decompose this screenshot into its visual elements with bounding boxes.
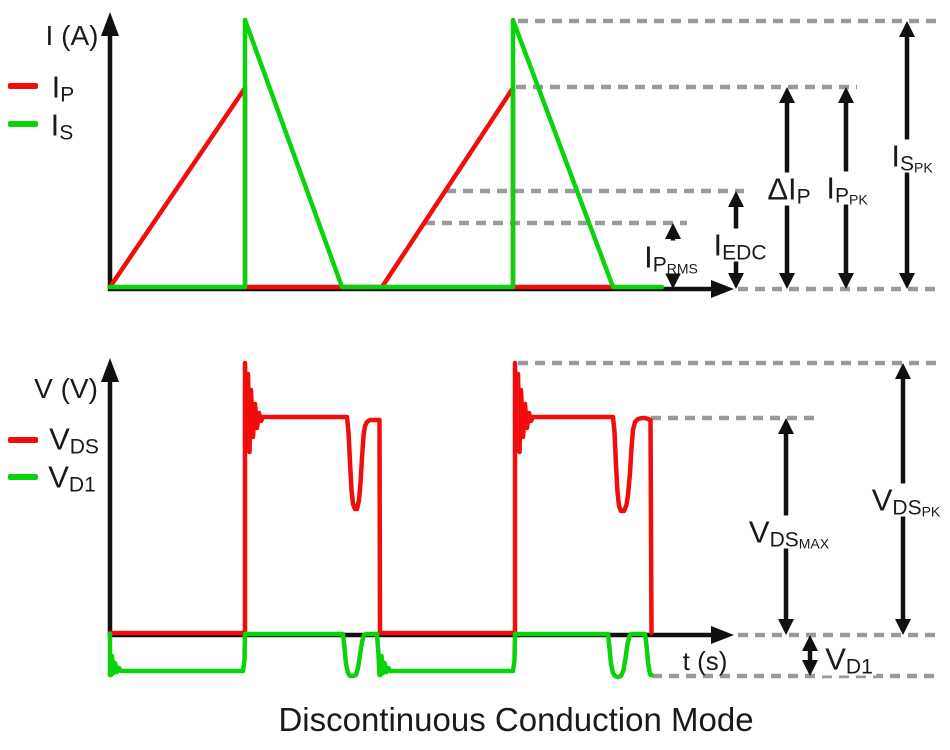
- vd1-sub: D1: [68, 473, 96, 497]
- vd1-ann-main: V: [825, 641, 846, 677]
- iprms-main: I: [644, 239, 653, 275]
- ispk-annotation: ISPK: [888, 138, 936, 176]
- vdspk-main: V: [871, 482, 893, 518]
- vdsmax-main: V: [748, 514, 770, 550]
- ispk-arrow-down-head: [899, 273, 915, 289]
- current-axis-label: I (A): [46, 22, 99, 50]
- vdsmax-annotation: VDSMAX: [745, 514, 833, 552]
- iedc-arrow-up-head: [728, 191, 744, 207]
- vd1-ann-sub: D1: [845, 655, 873, 679]
- delta-ip-main: ΔI: [767, 171, 797, 207]
- vd1-legend-swatch: [8, 474, 38, 480]
- iedc-sub: EDC: [722, 241, 767, 265]
- vdsmax-subsub: MAX: [798, 535, 830, 552]
- vd1-main: V: [48, 459, 69, 495]
- delta-ip-arrow-down-head: [779, 273, 795, 289]
- vd1-arrow-down-head: [802, 660, 818, 676]
- vds-legend-swatch: [8, 437, 38, 443]
- ippk-annotation: IPPK: [823, 170, 871, 208]
- vd1-legend-label: VD1: [48, 459, 96, 496]
- ippk-sub: P: [834, 184, 849, 208]
- ip-main: I: [51, 69, 61, 105]
- delta-ip-sub: P: [796, 185, 811, 209]
- ippk-arrow-down-head: [838, 273, 854, 289]
- iedc-arrow-down-head: [728, 273, 744, 289]
- time-axis-text: t (s): [682, 646, 728, 676]
- diagram-title: Discontinuous Conduction Mode: [278, 701, 754, 738]
- iprms-subsub: RMS: [666, 260, 698, 277]
- delta-ip-annotation: ΔIP: [764, 171, 814, 209]
- time-axis-label: t (s): [683, 648, 728, 674]
- vdsmax-arrow-up-head: [778, 418, 794, 434]
- vdsmax-arrow-down-head: [778, 619, 794, 635]
- vdspk-arrow-up-head: [895, 363, 911, 379]
- current-y-axis-arrowhead: [101, 12, 119, 36]
- iprms-arrow-down-head: [665, 273, 681, 289]
- iprms-annotation: IPRMS: [641, 239, 701, 277]
- ispk-main: I: [891, 138, 900, 174]
- vds-sub: DS: [69, 435, 99, 459]
- ip-legend-swatch: [8, 83, 38, 89]
- vds-main: V: [49, 421, 70, 457]
- is-legend-label: IS: [50, 107, 74, 144]
- delta-ip-arrow-up-head: [779, 87, 795, 103]
- voltage-y-axis-arrowhead: [101, 358, 119, 382]
- ispk-arrow-up-head: [899, 21, 915, 37]
- vdspk-arrow-down-head: [895, 619, 911, 635]
- ispk-subsub: PK: [913, 159, 933, 176]
- ippk-arrow-up-head: [838, 87, 854, 103]
- ippk-subsub: PK: [848, 191, 868, 208]
- primary-current-ip-waveform: [107, 85, 618, 290]
- is-sub: S: [59, 121, 74, 145]
- vds-waveform: [107, 360, 654, 636]
- is-legend-swatch: [8, 121, 38, 127]
- voltage-axis-text: V (V): [34, 373, 98, 404]
- iprms-sub: P: [652, 253, 667, 277]
- vd1-annotation: VD1: [822, 641, 876, 679]
- vd1-waveform: [107, 631, 654, 680]
- voltage-x-axis-arrowhead: [711, 626, 734, 644]
- iedc-main: I: [713, 227, 723, 263]
- ip-sub: P: [60, 83, 75, 107]
- vdspk-annotation: VDSPK: [868, 482, 944, 520]
- ip-legend-label: IP: [51, 69, 75, 106]
- vdspk-sub: DS: [892, 496, 922, 520]
- voltage-axis-label: V (V): [34, 375, 98, 403]
- current-x-axis-arrowhead: [711, 280, 734, 298]
- current-axis-text: I (A): [45, 20, 99, 51]
- is-main: I: [50, 107, 60, 143]
- vdspk-subsub: PK: [921, 503, 941, 520]
- iedc-annotation: IEDC: [710, 227, 770, 265]
- vds-legend-label: VDS: [49, 421, 99, 458]
- secondary-current-is-waveform: [107, 17, 665, 290]
- iprms-arrow-up-head: [665, 223, 681, 239]
- vd1-arrow-up-head: [802, 635, 818, 651]
- ippk-main: I: [826, 170, 835, 206]
- vdsmax-sub: DS: [769, 528, 799, 552]
- ispk-sub: S: [899, 152, 914, 176]
